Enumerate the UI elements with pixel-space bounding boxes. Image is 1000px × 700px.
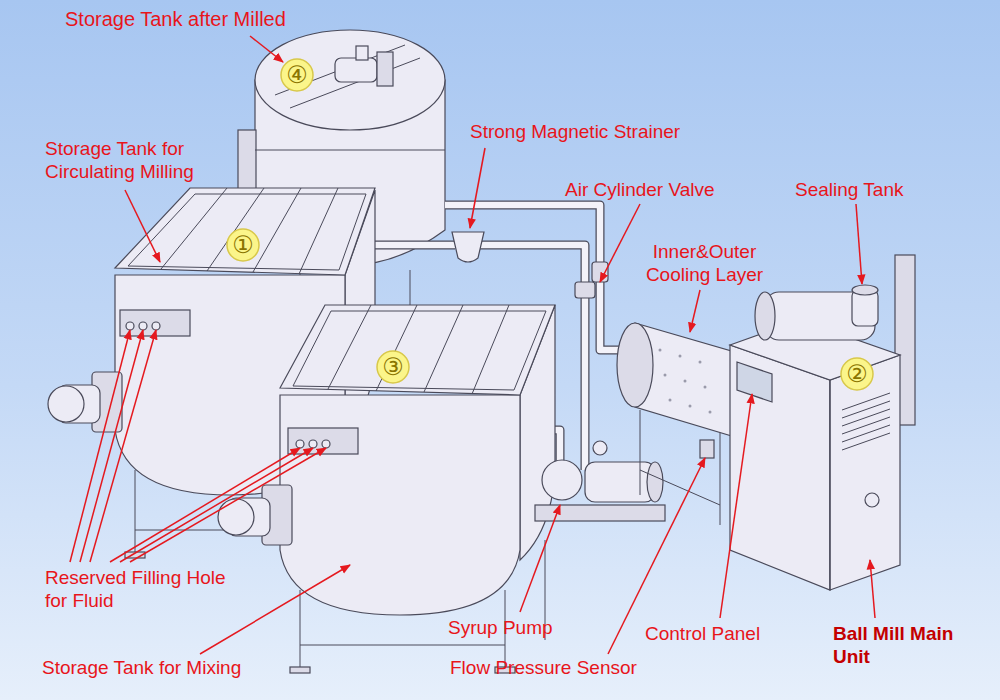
- callout-number: ④: [286, 62, 308, 88]
- control-screen: [737, 362, 772, 402]
- mixing-storage-tank: [218, 305, 555, 673]
- part-name: Storage Tank after Milled: [65, 8, 286, 31]
- part-name: Sealing Tank: [795, 178, 903, 201]
- part-name: Storage Tank for Circulating Milling: [45, 137, 223, 183]
- air-valve: [575, 282, 595, 298]
- syrup-pump: [535, 441, 665, 521]
- ball-mill-cylinder: [617, 323, 745, 525]
- callout-number: ③: [382, 354, 404, 380]
- part-name: Inner&Outer Cooling Layer: [622, 240, 787, 286]
- magnetic-strainer: [452, 232, 484, 262]
- pressure-sensor: [700, 440, 714, 458]
- part-name: Strong Magnetic Strainer: [470, 120, 680, 143]
- part-name: Control Panel: [645, 622, 760, 645]
- callout-circle: [227, 59, 873, 390]
- part-name: Syrup Pump: [448, 616, 553, 639]
- part-name: Air Cylinder Valve: [565, 178, 715, 201]
- part-name: Reserved Filling Hole for Fluid: [45, 566, 235, 612]
- part-name: Flow Pressure Sensor: [450, 656, 637, 679]
- callout-number: ②: [846, 361, 868, 387]
- leader-lines: [70, 36, 875, 654]
- unit-name: Ball Mill Main Unit: [833, 622, 958, 668]
- ball-mill-main-unit: [730, 255, 915, 590]
- part-name: Storage Tank for Mixing: [42, 656, 241, 679]
- callout-number: ①: [232, 232, 254, 258]
